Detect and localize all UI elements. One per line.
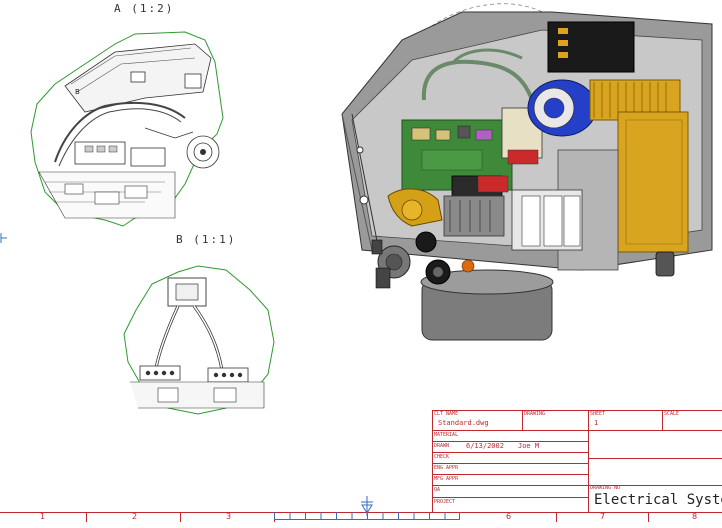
title-block-row-1 xyxy=(432,430,722,431)
title-block-divider-v3 xyxy=(662,410,663,430)
label-mfg-appr: MFG APPR xyxy=(434,476,459,482)
detail-a-view: B xyxy=(30,31,224,227)
sheet-value: 1 xyxy=(594,419,599,427)
label-project: PROJECT xyxy=(434,499,456,505)
title-block-divider-v1 xyxy=(522,410,523,430)
title-block-divider-v2 xyxy=(588,410,589,512)
zone-label-1: 1 xyxy=(40,512,46,521)
title-block-row-8 xyxy=(588,458,722,459)
drawing-title: Electrical System xyxy=(594,492,722,508)
label-material: MATERIAL xyxy=(434,432,459,438)
title-block-row-6 xyxy=(432,485,722,486)
zone-label-8: 8 xyxy=(692,512,698,521)
detail-b-view xyxy=(123,265,275,415)
zone-label-2: 2 xyxy=(132,512,138,521)
main-assembly-view xyxy=(341,3,713,341)
zone-tick-5 xyxy=(648,512,649,522)
drawn-by-value: Joe M xyxy=(518,442,540,450)
label-eng-appr: ENG APPR xyxy=(434,465,459,471)
label-check: CHECK xyxy=(434,454,450,460)
zone-tick-1 xyxy=(86,512,87,522)
title-block-row-5 xyxy=(432,474,588,475)
title-block-row-3 xyxy=(432,452,588,453)
title-block-frame xyxy=(432,410,722,513)
label-client-name: CLT NAME xyxy=(434,411,459,417)
detail-b-label: B (1:1) xyxy=(176,233,237,246)
detail-b-marker: B xyxy=(75,88,80,96)
title-block-row-4 xyxy=(432,463,588,464)
label-qa: QA xyxy=(434,487,441,493)
zone-tick-4 xyxy=(556,512,557,522)
title-block-row-2 xyxy=(432,441,588,442)
label-sheet: SHEET xyxy=(590,411,606,417)
label-scale: SCALE xyxy=(664,411,680,417)
label-drawing-no: DRAWING NO xyxy=(590,485,621,491)
zone-label-3: 3 xyxy=(226,512,232,521)
center-marker-icon xyxy=(361,496,373,516)
zone-label-6: 6 xyxy=(506,512,512,521)
zone-tick-2 xyxy=(180,512,181,522)
filename-value: Standard.dwg xyxy=(438,419,489,427)
title-block-row-7 xyxy=(432,497,588,498)
center-ruler xyxy=(274,512,460,520)
zone-label-7: 7 xyxy=(600,512,606,521)
label-drawing: DRAWING xyxy=(524,411,546,417)
label-drawn: DRAWN xyxy=(434,443,450,449)
detail-a-label: A (1:2) xyxy=(114,2,175,15)
drawn-date-value: 6/13/2002 xyxy=(466,442,504,450)
crosshair-marker xyxy=(0,233,7,243)
